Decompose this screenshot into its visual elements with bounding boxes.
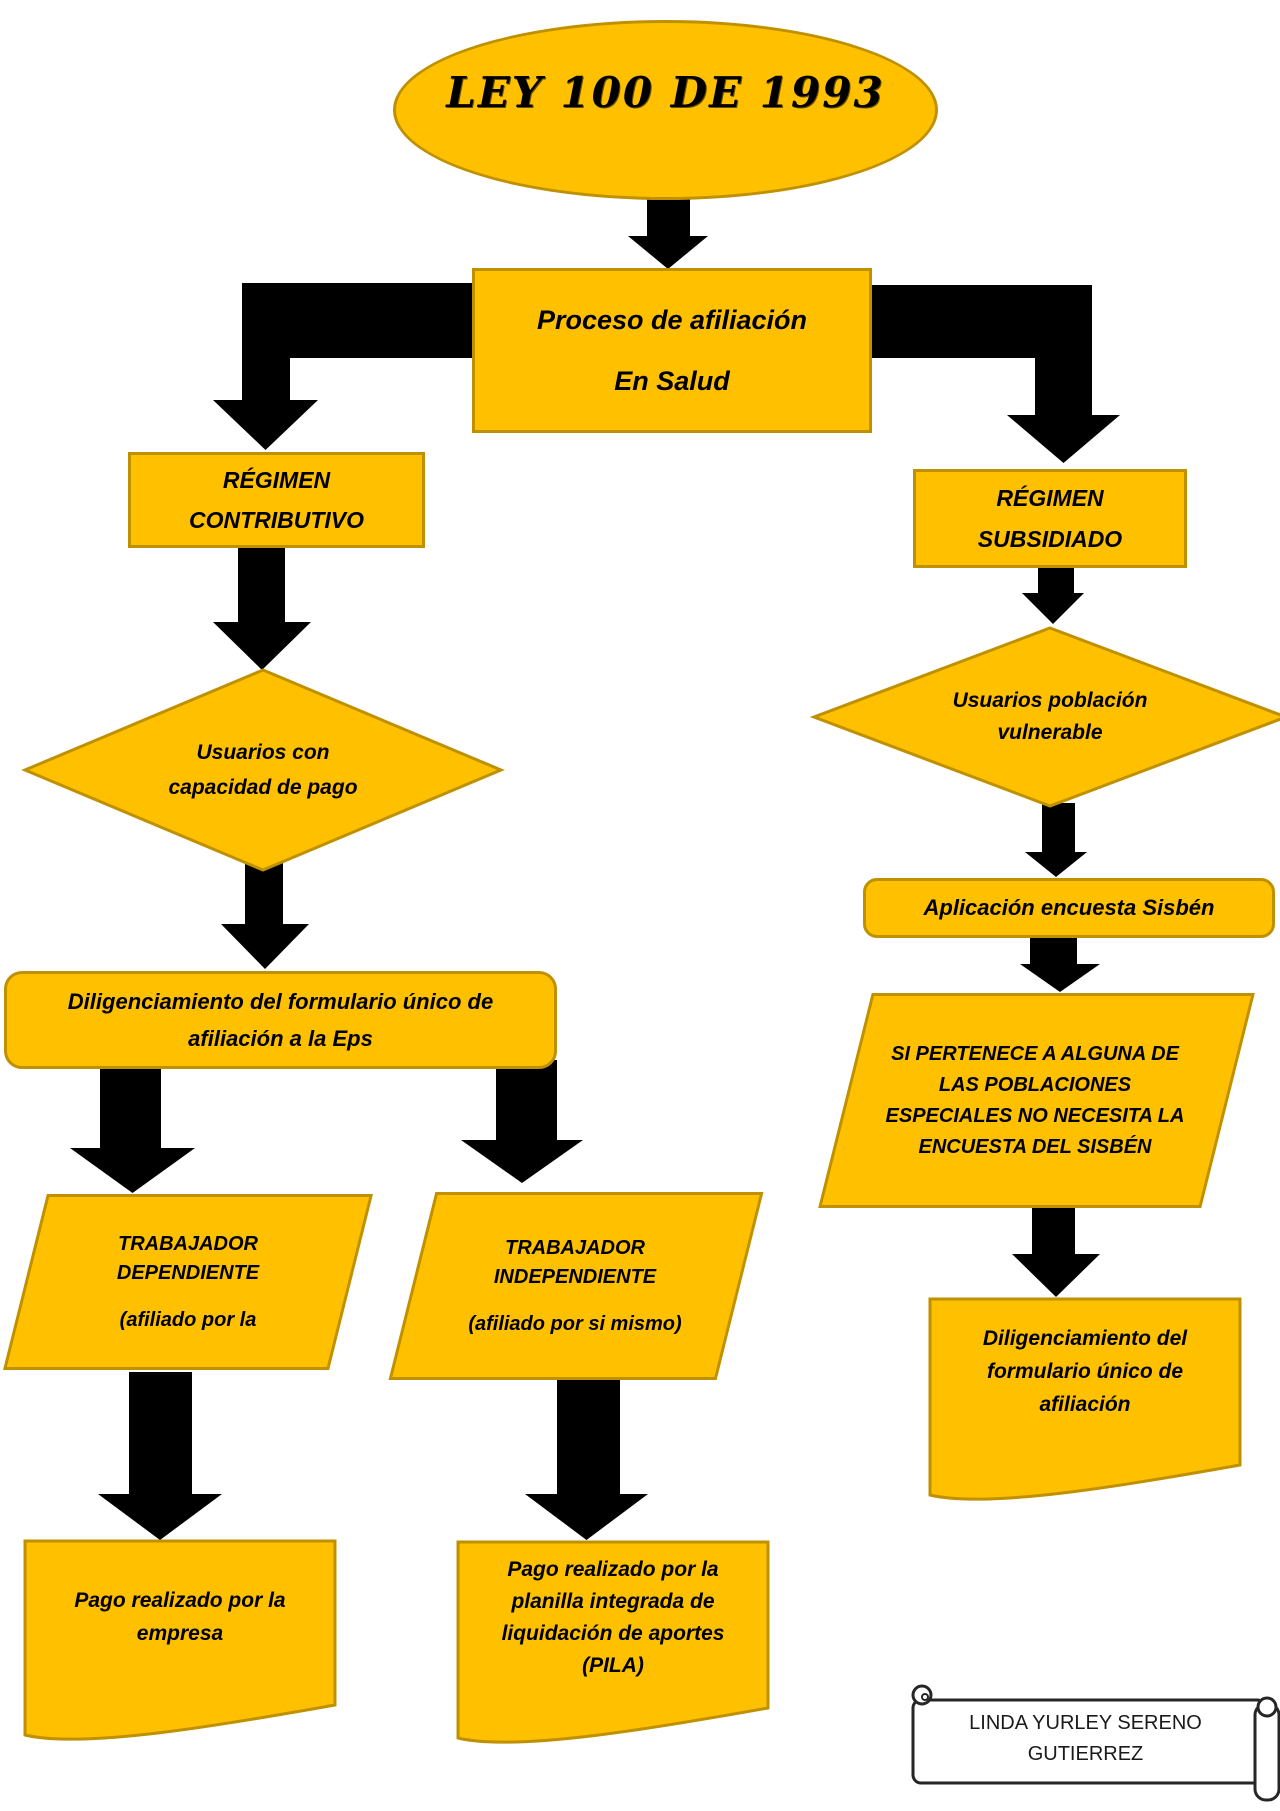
connector-sipertenece-to-formulario-arrowhead-icon	[1012, 1254, 1100, 1297]
connector-proceso-to-subsidiado-varm	[1035, 285, 1092, 415]
node-diligenciamiento-eps: Diligenciamiento del formulario único de…	[4, 971, 557, 1069]
trabajador-independiente-line2: INDEPENDIENTE	[493, 1265, 657, 1288]
connector-diamond-to-eps-arrowhead-icon	[221, 924, 309, 969]
connector-proceso-to-subsidiado-arrowhead-icon	[1007, 415, 1120, 463]
usuarios-capacidad-line1: Usuarios con	[196, 741, 330, 764]
trabajador-dependiente-line3: (afiliado por la	[119, 1308, 257, 1331]
page-title: LEY 100 DE 1993	[446, 67, 885, 117]
pago-empresa-line1: Pago realizado por la	[74, 1589, 286, 1612]
regimen-contributivo-line1: RÉGIMEN	[222, 467, 331, 493]
author-scroll-shape	[911, 1684, 1280, 1802]
node-pago-pila-label: Pago realizado por la planilla integrada…	[456, 1554, 770, 1682]
usuarios-vulnerable-line1: Usuarios población	[952, 689, 1148, 712]
pago-pila-line1: Pago realizado por la	[507, 1558, 719, 1581]
connector-eps-to-independiente-shaft	[496, 1060, 557, 1141]
node-diligenciamiento-afiliacion-shape	[928, 1297, 1242, 1501]
usuarios-vulnerable-line2: vulnerable	[997, 721, 1103, 744]
pago-pila-line3: liquidación de aportes	[501, 1622, 725, 1645]
regimen-subsidiado-line1: RÉGIMEN	[996, 484, 1104, 511]
usuarios-capacidad-line2: capacidad de pago	[168, 776, 358, 799]
author-banner-label: LINDA YURLEY SERENO GUTIERREZ	[913, 1708, 1258, 1770]
connector-sisben-to-sipertenece-shaft	[1030, 938, 1077, 965]
connector-subsidiado-to-diamond2-shaft	[1038, 568, 1074, 594]
connector-proceso-to-contributivo-arrowhead-icon	[213, 400, 318, 450]
regimen-contributivo-line2: CONTRIBUTIVO	[188, 507, 365, 533]
connector-eps-to-dependiente-shaft	[100, 1060, 161, 1149]
node-si-pertenece: SI PERTENECE A ALGUNA DE LAS POBLACIONES…	[818, 993, 1255, 1208]
node-pago-pila-shape	[456, 1540, 770, 1744]
connector-proceso-to-contributivo-varm	[242, 283, 290, 402]
diligenciamiento-afiliacion-line3: afiliación	[1039, 1393, 1131, 1416]
diligenciamiento-eps-line2: afiliación a la Eps	[188, 1026, 373, 1051]
node-regimen-contributivo: RÉGIMEN CONTRIBUTIVO	[128, 452, 425, 548]
connector-diamond2-to-sisben-arrowhead-icon	[1025, 852, 1087, 877]
regimen-subsidiado-line2: SUBSIDIADO	[977, 525, 1123, 552]
pago-pila-line4: (PILA)	[582, 1654, 644, 1677]
author-banner-line2: GUTIERREZ	[1027, 1743, 1144, 1765]
trabajador-independiente-line3: (afiliado por si mismo)	[468, 1312, 682, 1335]
connector-diamond2-to-sisben-shaft	[1042, 803, 1075, 854]
connector-sipertenece-to-formulario-shaft	[1032, 1208, 1075, 1255]
connector-independiente-to-pila-shaft	[557, 1378, 620, 1496]
connector-subsidiado-to-diamond2-arrowhead-icon	[1022, 593, 1084, 624]
node-trabajador-independiente: TRABAJADOR INDEPENDIENTE (afiliado por s…	[388, 1192, 764, 1380]
node-diamond-vulnerable-shape	[809, 626, 1280, 808]
node-proceso-line1: Proceso de afiliación	[536, 304, 808, 335]
node-diamond-vulnerable-label: Usuarios población vulnerable	[812, 626, 1280, 808]
diligenciamiento-afiliacion-line1: Diligenciamiento del	[982, 1327, 1188, 1350]
trabajador-dependiente-line1: TRABAJADOR	[118, 1232, 258, 1255]
connector-independiente-to-pila-arrowhead-icon	[525, 1494, 648, 1540]
diligenciamiento-afiliacion-line2: formulario único de	[986, 1360, 1183, 1383]
node-trabajador-dependiente: TRABAJADOR DEPENDIENTE (afiliado por la	[3, 1194, 373, 1370]
connector-eps-to-dependiente-arrowhead-icon	[70, 1148, 195, 1193]
node-diamond-capacidad-label: Usuarios con capacidad de pago	[23, 668, 503, 872]
si-pertenece-line1: SI PERTENECE A ALGUNA DE	[891, 1042, 1179, 1065]
connector-eps-to-independiente-arrowhead-icon	[461, 1140, 583, 1183]
node-aplicacion-sisben: Aplicación encuesta Sisbén	[863, 878, 1275, 938]
author-banner-line1: LINDA YURLEY SERENO	[969, 1712, 1202, 1734]
diligenciamiento-eps-line1: Diligenciamiento del formulario único de	[67, 989, 494, 1014]
aplicacion-sisben-label: Aplicación encuesta Sisbén	[923, 895, 1215, 920]
connector-title-to-proceso-arrowhead-icon	[628, 236, 708, 269]
node-proceso-afiliacion: Proceso de afiliación En Salud	[472, 268, 872, 433]
node-diamond-capacidad-shape	[21, 668, 505, 872]
connector-contributivo-to-diamond-arrowhead-icon	[213, 622, 311, 670]
node-regimen-subsidiado: RÉGIMEN SUBSIDIADO	[913, 469, 1187, 568]
node-diligenciamiento-afiliacion-label: Diligenciamiento del formulario único de…	[928, 1322, 1242, 1421]
node-proceso-line2: En Salud	[614, 365, 730, 396]
connector-contributivo-to-diamond-shaft	[238, 548, 285, 624]
connector-diamond-to-eps-shaft	[245, 863, 283, 926]
trabajador-independiente-line1: TRABAJADOR	[505, 1236, 646, 1259]
pago-pila-line2: planilla integrada de	[511, 1590, 715, 1613]
si-pertenece-line2: LAS POBLACIONES	[938, 1073, 1132, 1096]
connector-sisben-to-sipertenece-arrowhead-icon	[1020, 964, 1100, 992]
node-ley-100-ellipse: LEY 100 DE 1993	[393, 20, 938, 200]
connector-dependiente-to-pago-shaft	[129, 1372, 192, 1496]
trabajador-dependiente-line2: DEPENDIENTE	[116, 1261, 260, 1284]
node-pago-empresa-shape	[23, 1539, 337, 1741]
pago-empresa-line2: empresa	[136, 1622, 224, 1645]
si-pertenece-line4: ENCUESTA DEL SISBÉN	[918, 1135, 1152, 1158]
connector-dependiente-to-pago-arrowhead-icon	[98, 1494, 222, 1540]
si-pertenece-line3: ESPECIALES NO NECESITA LA	[885, 1104, 1185, 1127]
node-pago-empresa-label: Pago realizado por la empresa	[23, 1584, 337, 1650]
